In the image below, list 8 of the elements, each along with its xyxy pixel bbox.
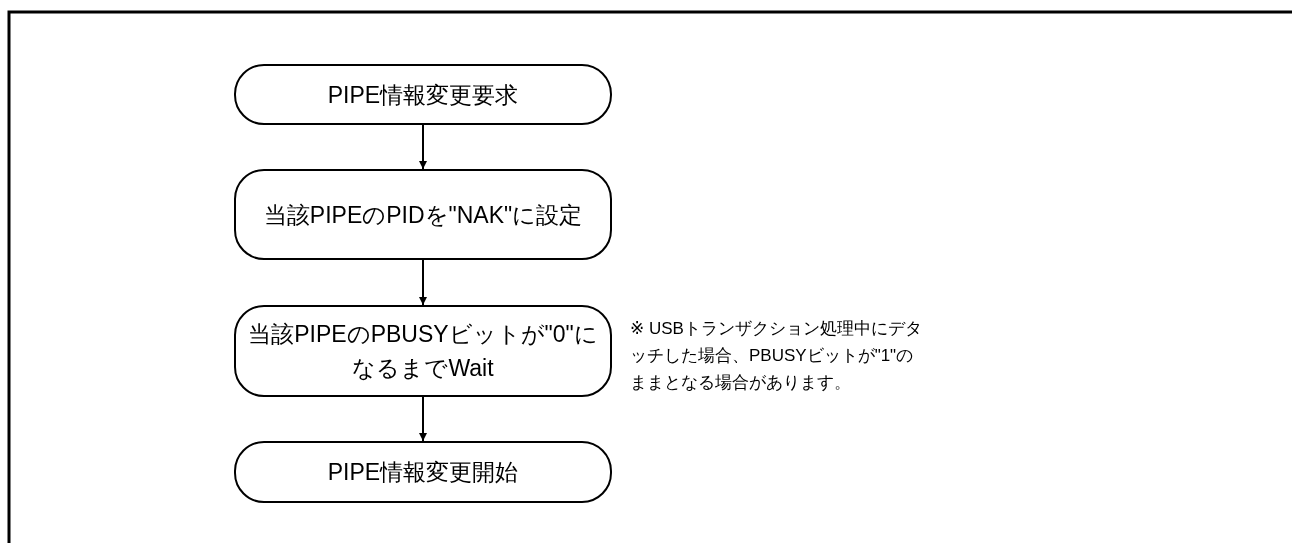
arrow: [419, 396, 427, 442]
terminal-box: PIPE情報変更開始: [234, 441, 612, 503]
arrow: [419, 259, 427, 306]
arrow: [419, 124, 427, 170]
process-box: 当該PIPEのPBUSYビットが"0"になるまでWait: [234, 305, 612, 397]
terminal-box: PIPE情報変更要求: [234, 64, 612, 125]
process-box: 当該PIPEのPIDを"NAK"に設定: [234, 169, 612, 260]
note-text: ※ USBトランザクション処理中にデタッチした場合、PBUSYビットが"1"のままとなる場合があります。: [630, 318, 923, 394]
